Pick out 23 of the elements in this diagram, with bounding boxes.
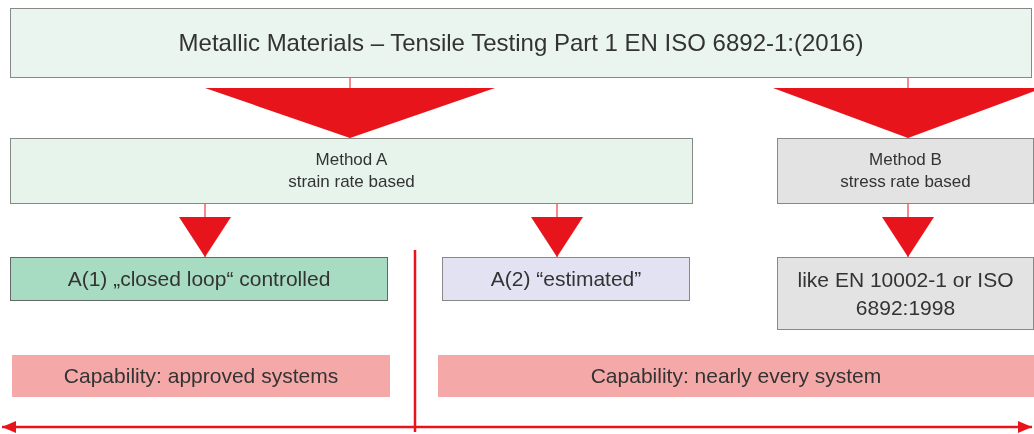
process-box [442,257,690,301]
box-text: A(2) “estimated” [490,266,642,293]
arrow [205,77,495,139]
box-text: strain rate based [288,171,415,193]
arrow [882,203,934,258]
box-heading: Method B [869,148,942,171]
arrow [773,77,1034,139]
box-text: Metallic Materials – Tensile Testing Part 1 EN ISO 6892-1:(2016) [178,28,864,59]
box-text: A(1) „closed loop“ controlled [67,266,331,293]
box-text: like EN 10002-1 or ISO 6892:1998 [796,267,1015,321]
capability-band [12,355,390,397]
arrow [179,203,231,258]
capability-band [438,355,1034,397]
box-text: Capability: nearly every system [590,363,882,390]
box-heading: Method A [315,148,388,171]
title-box [10,8,1032,78]
process-box [777,257,1034,330]
method-box [777,138,1034,204]
process-box [10,257,388,301]
box-text: stress rate based [840,171,971,193]
method-box [10,138,693,204]
arrow [531,203,583,258]
box-text: Capability: approved systems [63,363,339,390]
